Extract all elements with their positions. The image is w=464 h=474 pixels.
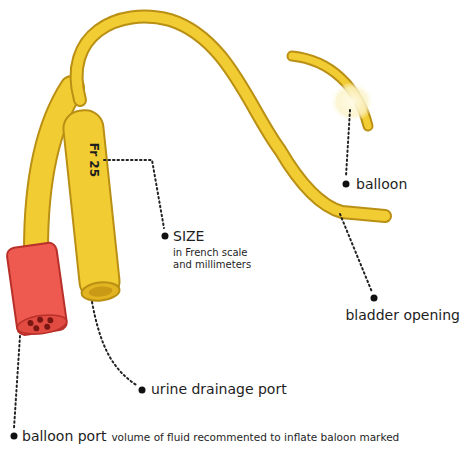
balloon <box>330 82 374 122</box>
part-label: SIZE <box>173 228 204 244</box>
catheter-tube <box>77 17 385 216</box>
part-label: balloon port <box>22 428 106 444</box>
part-label: urine drainage port <box>151 381 287 397</box>
leader-lines <box>14 110 372 428</box>
catheter-tube <box>77 17 385 216</box>
balloon-port <box>6 242 68 337</box>
part-label: bladder opening <box>345 307 460 323</box>
note-text: in French scale and millimeters <box>173 247 269 270</box>
part-label: balloon <box>356 176 407 192</box>
leader-dots <box>11 181 378 440</box>
note-text: volume of fluid recommented to inflate b… <box>111 431 399 443</box>
drainage-port <box>62 108 122 302</box>
size-marking: Fr 25 <box>86 143 100 177</box>
